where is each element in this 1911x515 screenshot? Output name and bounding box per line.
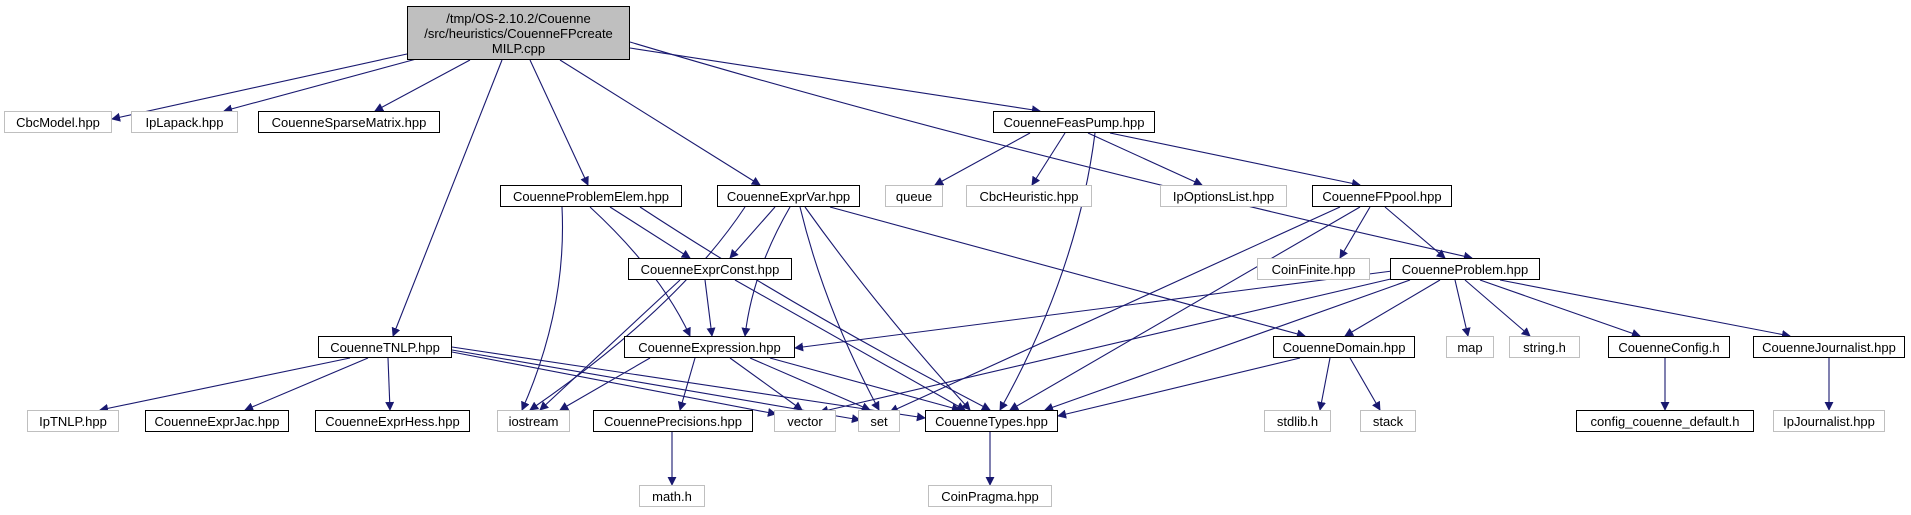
- edge-fppool-coinfinite: [1339, 206, 1371, 259]
- node-couennefppool[interactable]: CouenneFPpool.hpp: [1312, 185, 1452, 207]
- node-coinpragma: CoinPragma.hpp: [928, 485, 1052, 507]
- node-couenneprecisions[interactable]: CouennePrecisions.hpp: [593, 410, 753, 432]
- edge-problem-stringh: [1464, 279, 1531, 337]
- edge-root-sparsematrix: [374, 59, 471, 112]
- edge-problemelem-exprconst: [609, 206, 691, 259]
- edge-root-problem: [629, 41, 1473, 261]
- edge-root-cbcmodel: [111, 53, 408, 122]
- edge-exprvar-types: [804, 206, 971, 411]
- edge-tnlp-exprjac: [244, 357, 369, 411]
- node-couenneexprhess[interactable]: CouenneExprHess.hpp: [315, 410, 470, 432]
- edge-expression-iostream: [559, 357, 651, 411]
- edge-exprvar-domain: [829, 206, 1306, 339]
- edge-root-iplapack: [223, 57, 421, 114]
- node-ipoptionslist: IpOptionsList.hpp: [1160, 185, 1287, 207]
- edge-expression-precisions: [677, 357, 696, 411]
- edge-expression-set: [749, 357, 871, 411]
- node-couennetnlp[interactable]: CouenneTNLP.hpp: [318, 336, 452, 358]
- node-couennesparsematrix[interactable]: CouenneSparseMatrix.hpp: [258, 111, 440, 133]
- node-couenneexprjac[interactable]: CouenneExprJac.hpp: [145, 410, 289, 432]
- node-couenneproblemelem[interactable]: CouenneProblemElem.hpp: [500, 185, 682, 207]
- edge-exprconst-expression: [704, 279, 716, 337]
- edge-tnlp-iptnlp: [99, 357, 351, 413]
- node-couenneproblem[interactable]: CouenneProblem.hpp: [1390, 258, 1540, 280]
- node-queue: queue: [885, 185, 943, 207]
- node-ipjournalist: IpJournalist.hpp: [1773, 410, 1885, 432]
- edge-tnlp-exprhess: [385, 357, 395, 411]
- node-iptnlp: IpTNLP.hpp: [27, 410, 119, 432]
- node-iostream: iostream: [497, 410, 570, 432]
- edge-domain-stack: [1349, 357, 1381, 411]
- edge-problemelem-iostream: [521, 206, 563, 411]
- edge-problem-journalist: [1499, 279, 1791, 339]
- edge-exprvar-set: [799, 206, 880, 411]
- edge-exprvar-iostream: [529, 206, 746, 411]
- node-stdlibh: stdlib.h: [1264, 410, 1331, 432]
- node-stack: stack: [1360, 410, 1416, 432]
- root-line-3: MILP.cpp: [491, 40, 546, 56]
- node-cbcheuristic: CbcHeuristic.hpp: [966, 185, 1092, 207]
- edge-domain-types: [1057, 357, 1301, 419]
- node-iplapack: IpLapack.hpp: [131, 111, 238, 133]
- edge-exprconst-types: [734, 279, 966, 411]
- node-set: set: [858, 410, 900, 432]
- node-coinfinite: CoinFinite.hpp: [1257, 258, 1370, 280]
- node-configcouennedefault[interactable]: config_couenne_default.h: [1576, 410, 1754, 432]
- edge-expression-types: [769, 357, 961, 413]
- edge-feaspump-ipoptionslist: [1087, 132, 1203, 186]
- edge-problem-expression: [794, 269, 1401, 352]
- node-couennetypes[interactable]: CouenneTypes.hpp: [925, 410, 1058, 432]
- edge-problem-domain: [1344, 279, 1441, 337]
- node-stringh: string.h: [1509, 336, 1580, 358]
- edge-root-problemelem: [529, 59, 589, 186]
- edge-problem-vector: [819, 277, 1396, 415]
- edge-feaspump-types: [999, 132, 1096, 411]
- edge-tnlp-vector: [451, 351, 777, 417]
- edge-root-feaspump: [629, 47, 1041, 115]
- edge-expression-vector: [729, 357, 803, 411]
- edge-feaspump-queue: [934, 132, 1031, 186]
- edge-feaspump-cbcheuristic: [1031, 132, 1066, 186]
- edge-exprconst-iostream: [539, 279, 681, 411]
- edge-problemelem-types: [639, 206, 991, 411]
- root-line-2: /src/heuristics/CouenneFPcreate: [424, 25, 613, 41]
- edge-exprvar-exprconst: [729, 206, 776, 259]
- edge-root-tnlp: [391, 59, 503, 337]
- edge-domain-stdlib: [1317, 357, 1331, 411]
- node-couenneexprvar[interactable]: CouenneExprVar.hpp: [717, 185, 860, 207]
- edge-fppool-types: [1009, 206, 1361, 411]
- node-couennedomain[interactable]: CouenneDomain.hpp: [1273, 336, 1415, 358]
- edge-tnlp-set: [451, 349, 861, 424]
- node-couenneconfig[interactable]: CouenneConfig.h: [1608, 336, 1730, 358]
- node-couennefeaspump[interactable]: CouenneFeasPump.hpp: [993, 111, 1155, 133]
- edge-problem-types: [1044, 279, 1411, 412]
- node-cbcmodel: CbcModel.hpp: [4, 111, 112, 133]
- edge-problem-map: [1454, 279, 1471, 337]
- edge-problem-config: [1479, 279, 1641, 338]
- node-vector: vector: [774, 410, 836, 432]
- edge-feaspump-fppool: [1109, 132, 1361, 188]
- edge-root-exprvar: [559, 59, 761, 186]
- node-couenneexpression[interactable]: CouenneExpression.hpp: [624, 336, 795, 358]
- node-couenneexprconst[interactable]: CouenneExprConst.hpp: [628, 258, 792, 280]
- edge-fppool-problem: [1384, 206, 1446, 259]
- edge-fppool-set: [889, 206, 1341, 413]
- node-mathh: math.h: [639, 485, 705, 507]
- node-map: map: [1446, 336, 1494, 358]
- root-line-1: /tmp/OS-2.10.2/Couenne: [446, 10, 591, 26]
- node-root-file: /tmp/OS-2.10.2/Couenne /src/heuristics/C…: [407, 6, 630, 60]
- node-couennejournalist[interactable]: CouenneJournalist.hpp: [1753, 336, 1905, 358]
